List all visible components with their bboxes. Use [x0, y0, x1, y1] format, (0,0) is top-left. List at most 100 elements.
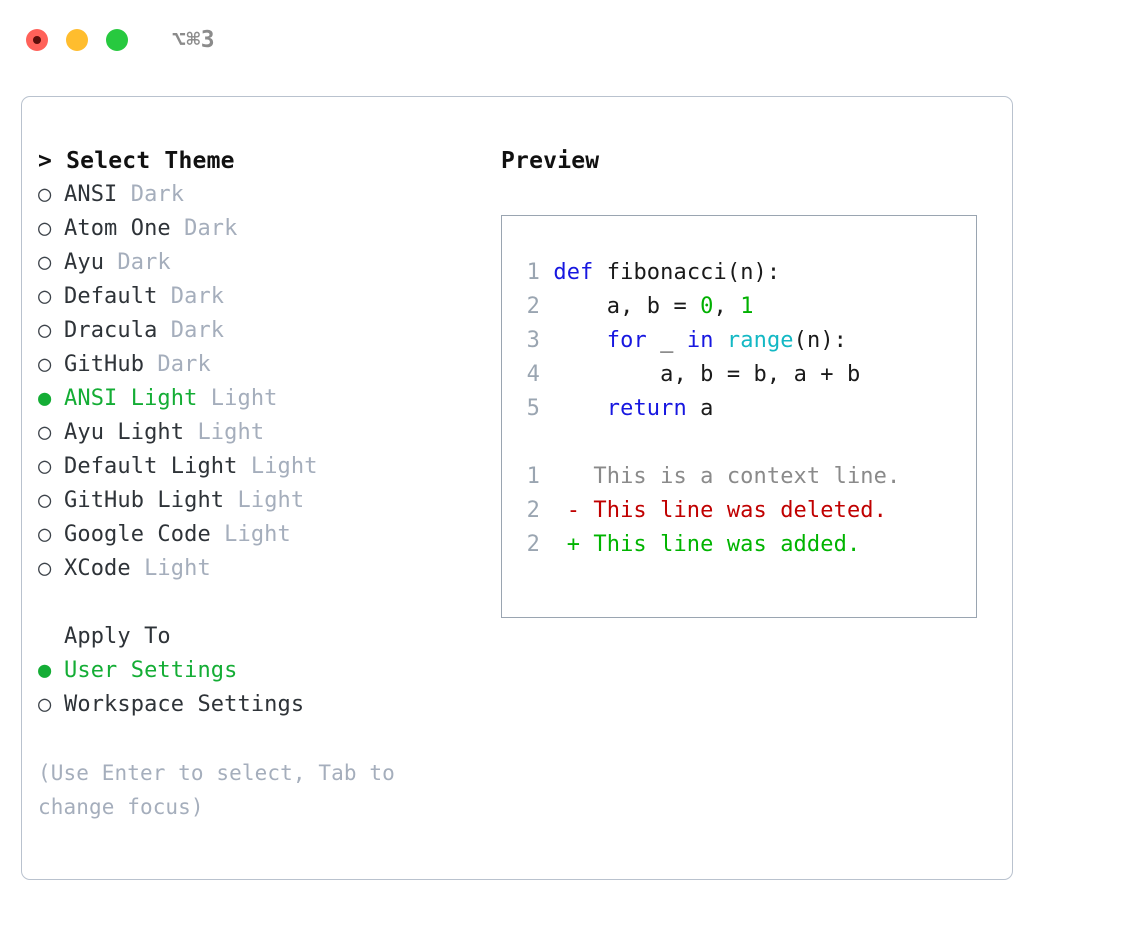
theme-item-label: Dracula — [64, 318, 158, 343]
theme-list[interactable]: ○ANSI Dark○Atom One Dark○Ayu Dark ○ Defaul… — [38, 178, 478, 586]
diff-line-2: 2 + This line was added. — [516, 528, 976, 562]
token-id: fibonacci(n): — [606, 260, 781, 285]
theme-item-5[interactable]: ○GitHub Dark — [38, 348, 478, 382]
theme-item-8[interactable]: ○ Default Light Light — [38, 450, 478, 484]
line-number: 2 — [526, 532, 540, 557]
token-id: (n): — [793, 328, 848, 353]
apply-to-marker-placeholder — [38, 620, 64, 654]
diff-del-text: - This line was deleted. — [540, 498, 887, 523]
theme-item-label: Ayu Light — [64, 420, 185, 445]
window-controls — [26, 29, 128, 51]
radio-unselected-icon: ○ — [38, 692, 52, 717]
radio-unselected-icon: ○ — [38, 454, 52, 479]
maximize-window-button[interactable] — [106, 29, 128, 51]
token-kw: def — [553, 260, 607, 285]
theme-item-label: XCode — [64, 556, 131, 581]
radio-unselected-icon: ○ — [38, 182, 52, 207]
theme-item-3[interactable]: ○ Default Dark — [38, 280, 478, 314]
preview-header: Preview — [501, 148, 600, 174]
close-window-button[interactable] — [26, 29, 48, 51]
token-kw: for — [606, 328, 647, 353]
token-id: , — [713, 294, 741, 319]
minimize-window-button[interactable] — [66, 29, 88, 51]
keyboard-hint: (Use Enter to select, Tab to change focu… — [38, 761, 395, 819]
token-id — [553, 396, 606, 421]
radio-unselected-icon: ○ — [38, 284, 52, 309]
main-panel: > Select Theme ○ANSI Dark○Atom One Dark○… — [21, 96, 1013, 880]
gutter-space — [540, 328, 553, 353]
theme-item-label: Default Light — [64, 454, 238, 479]
theme-item-variant-badge: Dark — [157, 318, 225, 343]
theme-item-0[interactable]: ○ANSI Dark — [38, 178, 478, 212]
theme-item-label: ANSI Light — [64, 386, 198, 411]
theme-item-variant-badge: Dark — [144, 352, 211, 377]
radio-unselected-icon: ○ — [38, 216, 52, 241]
token-num: 1 — [740, 294, 754, 319]
theme-item-label: Default — [64, 284, 158, 309]
token-id: a, b = — [553, 294, 701, 319]
token-kw: in — [686, 328, 714, 353]
select-theme-header: > Select Theme — [38, 148, 235, 174]
theme-item-label: GitHub Light — [64, 488, 225, 513]
radio-unselected-icon: ○ — [38, 556, 52, 581]
diff-sample: 1 This is a context line.2 - This line w… — [516, 460, 976, 562]
gutter-space — [540, 362, 553, 387]
radio-unselected-icon: ○ — [38, 420, 52, 445]
theme-item-9[interactable]: ○GitHub Light Light — [38, 484, 478, 518]
keyboard-shortcut-label: ⌥⌘3 — [172, 26, 216, 53]
radio-selected-icon: ● — [38, 658, 52, 683]
theme-item-6[interactable]: ● ANSI Light Light — [38, 382, 478, 416]
theme-item-variant-badge: Light — [197, 386, 278, 411]
radio-selected-icon: ● — [38, 386, 52, 411]
radio-unselected-icon: ○ — [38, 318, 52, 343]
code-line-2: 3 for _ in range(n): — [516, 324, 976, 358]
theme-item-1[interactable]: ○Atom One Dark — [38, 212, 478, 246]
theme-item-7[interactable]: ○Ayu Light Light — [38, 416, 478, 450]
theme-item-label: Google Code — [64, 522, 211, 547]
radio-unselected-icon: ○ — [38, 522, 52, 547]
line-number: 1 — [526, 464, 540, 489]
radio-unselected-icon: ○ — [38, 488, 52, 513]
gutter-space — [540, 260, 553, 285]
token-id: a, b = b, a + b — [553, 362, 861, 387]
theme-item-2[interactable]: ○Ayu Dark — [38, 246, 478, 280]
theme-item-variant-badge: Dark — [117, 182, 185, 207]
apply-to-list[interactable]: ● User Settings ○Workspace Settings — [38, 654, 478, 722]
theme-selector-column: > Select Theme ○ANSI Dark○Atom One Dark○… — [38, 144, 478, 824]
apply-option-label: User Settings — [64, 658, 238, 683]
code-line-1: 2 a, b = 0, 1 — [516, 290, 976, 324]
radio-unselected-icon: ○ — [38, 352, 52, 377]
theme-item-11[interactable]: ○XCode Light — [38, 552, 478, 586]
gutter-space — [540, 294, 553, 319]
code-line-3: 4 a, b = b, a + b — [516, 358, 976, 392]
theme-item-variant-badge: Dark — [104, 250, 171, 275]
token-bi: range — [726, 328, 794, 353]
code-diff-gap — [516, 426, 976, 460]
token-id — [714, 328, 727, 353]
token-kw: return — [606, 396, 687, 421]
apply-option-1[interactable]: ○Workspace Settings — [38, 688, 478, 722]
list-spacer — [38, 586, 478, 620]
line-number: 2 — [526, 498, 540, 523]
theme-item-variant-badge: Dark — [170, 216, 238, 241]
diff-add-text: + This line was added. — [540, 532, 861, 557]
theme-item-variant-badge: Light — [237, 454, 318, 479]
title-bar: ⌥⌘3 — [0, 0, 1140, 80]
theme-item-4[interactable]: ○ Dracula Dark — [38, 314, 478, 348]
diff-line-1: 2 - This line was deleted. — [516, 494, 976, 528]
theme-item-10[interactable]: ○ Google Code Light — [38, 518, 478, 552]
diff-ctx-text: This is a context line. — [540, 464, 901, 489]
apply-option-0[interactable]: ● User Settings — [38, 654, 478, 688]
token-id: _ — [646, 328, 687, 353]
apply-to-label: Apply To — [38, 620, 478, 654]
line-number: 4 — [526, 362, 540, 387]
token-id: a — [686, 396, 714, 421]
line-number: 2 — [526, 294, 540, 319]
theme-item-variant-badge: Dark — [157, 284, 225, 309]
token-num: 0 — [700, 294, 714, 319]
theme-item-variant-badge: Light — [210, 522, 291, 547]
line-number: 3 — [526, 328, 540, 353]
diff-line-0: 1 This is a context line. — [516, 460, 976, 494]
